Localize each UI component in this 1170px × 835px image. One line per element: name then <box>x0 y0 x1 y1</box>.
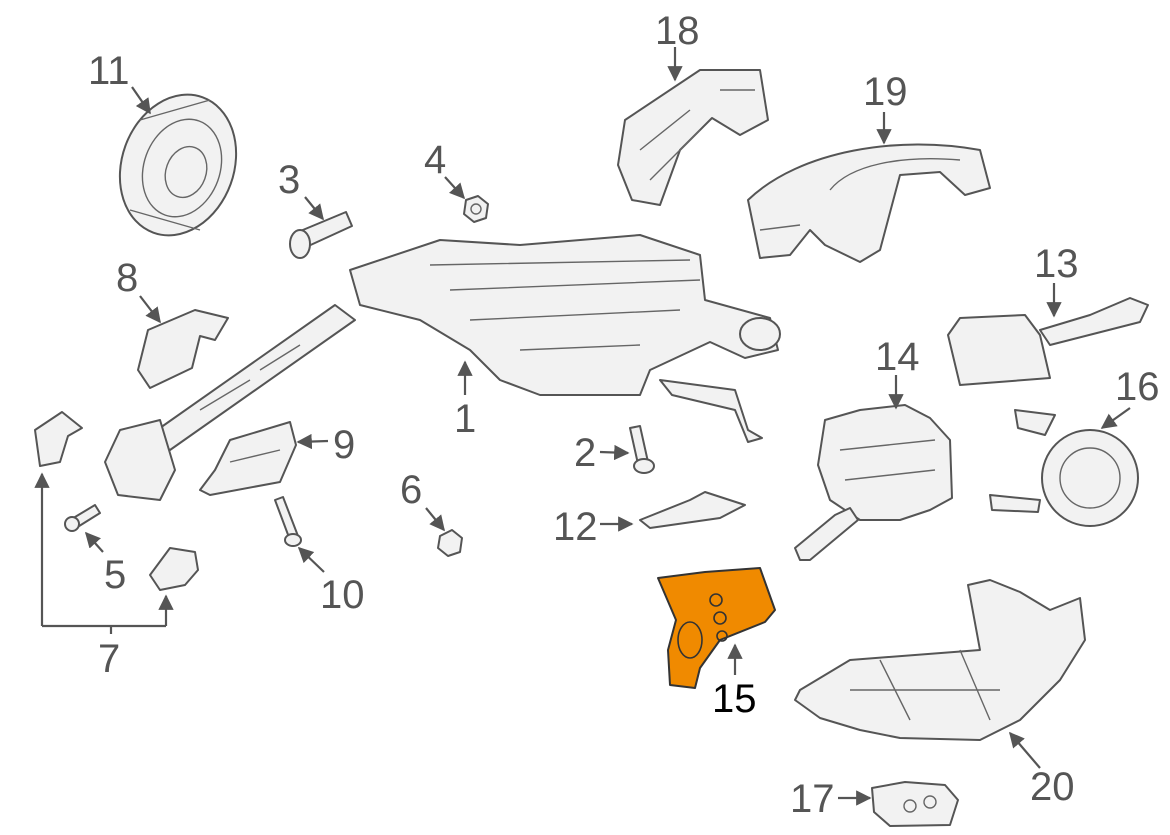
part-20-lower-cover[interactable] <box>794 579 1086 741</box>
callout-5: 5 <box>104 553 126 597</box>
callout-17: 17 <box>790 777 835 821</box>
leader-lines <box>34 47 1131 806</box>
callout-3: 3 <box>278 158 300 202</box>
callout-13: 13 <box>1034 242 1079 286</box>
part-10-bolt[interactable] <box>274 496 302 547</box>
callout-20: 20 <box>1030 765 1075 809</box>
part-13-switch[interactable] <box>947 297 1149 386</box>
part-16-clock-spring[interactable] <box>989 409 1139 527</box>
callout-18: 18 <box>655 9 700 53</box>
callout-15: 15 <box>712 677 757 721</box>
part-7-cap-lower[interactable] <box>149 547 199 591</box>
callout-6: 6 <box>400 468 422 512</box>
part-11-clock-spring[interactable] <box>101 78 255 252</box>
callout-11: 11 <box>88 49 130 93</box>
callout-labels: 11 18 19 3 4 8 1 13 14 9 16 2 6 12 5 10 … <box>88 9 1160 821</box>
part-4-nut[interactable] <box>463 195 489 223</box>
callout-7: 7 <box>98 637 120 681</box>
part-17-module[interactable] <box>871 781 959 827</box>
callout-4: 4 <box>424 138 446 182</box>
callout-9: 9 <box>333 423 355 467</box>
callout-12: 12 <box>553 505 598 549</box>
part-2-bolt[interactable] <box>629 425 655 474</box>
callout-19: 19 <box>863 70 908 114</box>
part-5-bolt[interactable] <box>64 504 101 532</box>
callout-1: 1 <box>454 397 476 441</box>
part-9-shield[interactable] <box>199 421 297 496</box>
part-15-lock-housing[interactable] <box>657 567 776 689</box>
intermediate-shaft[interactable] <box>104 304 356 501</box>
callout-10: 10 <box>320 573 365 617</box>
callout-8: 8 <box>116 256 138 300</box>
part-3-bolt[interactable] <box>289 211 353 259</box>
part-6-nut[interactable] <box>437 529 463 557</box>
callout-14: 14 <box>875 335 920 379</box>
part-7-cap-upper[interactable] <box>34 411 83 467</box>
part-12-bracket[interactable] <box>639 491 746 529</box>
part-1-steering-column[interactable] <box>349 234 781 443</box>
part-8-shield[interactable] <box>137 309 229 389</box>
part-19-upper-cover[interactable] <box>747 143 991 263</box>
callout-16: 16 <box>1115 365 1160 409</box>
part-14-combination-switch[interactable] <box>794 404 953 561</box>
callout-2: 2 <box>574 431 596 475</box>
part-18-bracket[interactable] <box>617 69 769 206</box>
